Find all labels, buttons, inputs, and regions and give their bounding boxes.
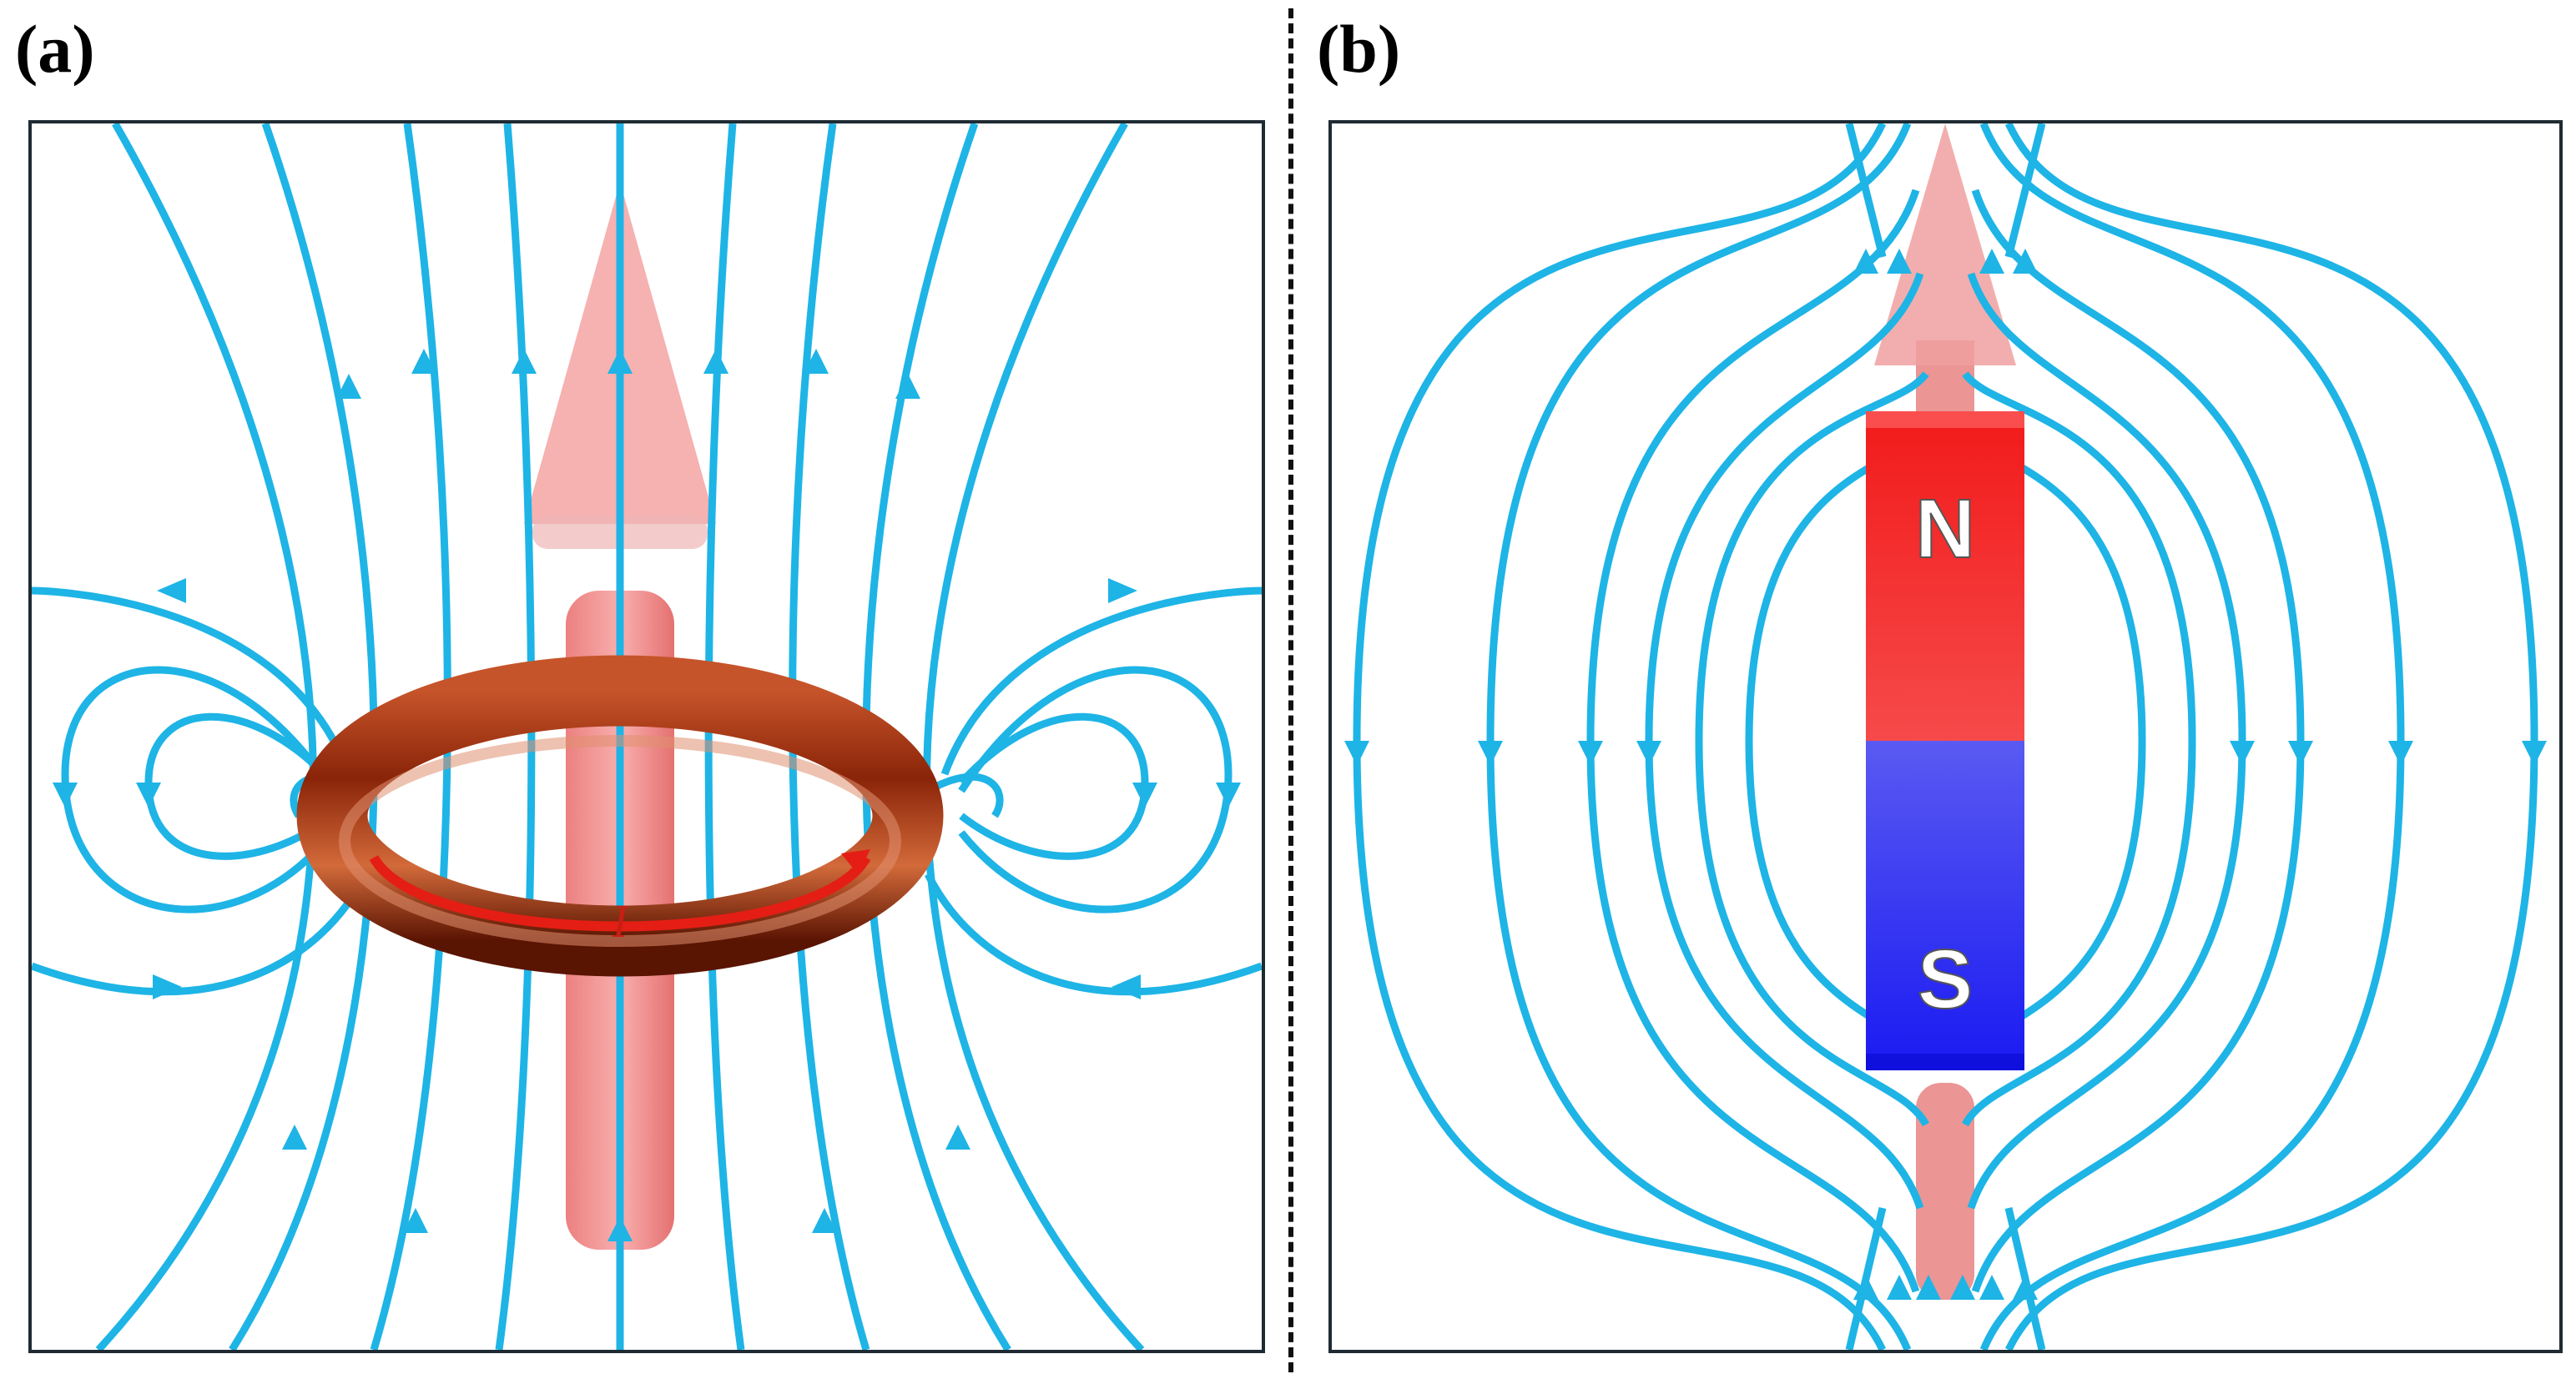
- arrowhead-icon: [703, 349, 728, 374]
- field-line: [958, 712, 1149, 860]
- arrowhead-icon: [607, 1216, 633, 1241]
- north-pole-label: N: [1915, 482, 1975, 576]
- arrowhead-icon: [1344, 741, 1369, 766]
- arrowhead-icon: [804, 349, 829, 374]
- arrowhead-icon: [512, 349, 537, 374]
- arrowhead-icon: [1853, 1275, 1878, 1300]
- field-arrowheads-a: [53, 349, 1241, 1241]
- arrowhead-icon: [1887, 1275, 1912, 1300]
- arrowhead-icon: [403, 1208, 428, 1233]
- panel-a-label: (a): [15, 11, 95, 87]
- panel-divider: [1288, 8, 1293, 1372]
- arrowhead-icon: [1636, 741, 1661, 766]
- field-line: [61, 666, 335, 913]
- current-loop-ring: I: [296, 655, 944, 977]
- field-line: [1962, 371, 2196, 1127]
- south-pole-label: S: [1918, 933, 1974, 1026]
- field-line: [924, 872, 1262, 996]
- arrowhead-icon: [1916, 1275, 1941, 1300]
- arrowhead-icon: [1132, 783, 1157, 808]
- arrowhead-icon: [2013, 249, 2038, 274]
- current-symbol: I: [612, 896, 630, 948]
- arrowhead-icon: [2230, 741, 2255, 766]
- arrowhead-icon: [1979, 249, 2004, 274]
- arrowhead-icon: [336, 374, 361, 399]
- arrowhead-icon: [282, 1125, 307, 1150]
- arrowhead-icon: [53, 783, 78, 808]
- field-line: [940, 586, 1262, 776]
- arrowhead-icon: [1979, 1275, 2004, 1300]
- arrowhead-icon: [812, 1208, 837, 1233]
- magnet-south-pole: [1866, 741, 2024, 1070]
- magnet-north-pole: [1866, 411, 2024, 741]
- moment-arrow-head: [1874, 123, 2016, 365]
- field-line: [495, 123, 536, 1350]
- arrowhead-icon: [2288, 741, 2313, 766]
- arrowhead-icon: [1853, 249, 1878, 274]
- arrowhead-icon: [841, 849, 870, 874]
- field-line: [32, 586, 353, 776]
- field-line: [32, 872, 370, 996]
- current-direction-arrow: [369, 854, 871, 932]
- bar-magnet: N S: [1866, 411, 2024, 1070]
- arrowhead-icon: [1887, 249, 1912, 274]
- arrowhead-icon: [1950, 1275, 1975, 1300]
- arrowhead-icon: [895, 374, 920, 399]
- arrowhead-icon: [1578, 741, 1603, 766]
- arrowhead-icon: [1478, 741, 1503, 766]
- field-arrowheads-b: [1344, 249, 2547, 1300]
- panel-a-current-loop: I: [28, 120, 1265, 1353]
- arrowhead-icon: [136, 783, 161, 808]
- panel-b-label: (b): [1317, 11, 1401, 87]
- field-line: [958, 666, 1233, 913]
- arrowhead-icon: [607, 349, 633, 374]
- arrowhead-icon: [2522, 741, 2547, 766]
- arrowhead-icon: [157, 578, 186, 603]
- arrowhead-icon: [153, 974, 182, 999]
- arrowhead-icon: [945, 1125, 970, 1150]
- bar-magnet-diagram: N S: [1344, 123, 2547, 1350]
- panel-b-bar-magnet: N S: [1328, 120, 2563, 1353]
- field-line: [925, 773, 1004, 818]
- field-line: [704, 123, 745, 1350]
- field-line: [144, 712, 335, 860]
- field-line: [789, 123, 870, 1350]
- current-loop-diagram: I: [32, 123, 1262, 1350]
- field-line: [370, 123, 451, 1350]
- arrowhead-icon: [1216, 783, 1241, 808]
- moment-arrow-shaft: [1916, 1083, 1974, 1300]
- arrowhead-icon: [2388, 741, 2413, 766]
- arrowhead-icon: [1108, 578, 1137, 603]
- arrowhead-icon: [2013, 1275, 2038, 1300]
- arrowhead-icon: [411, 349, 436, 374]
- field-line: [1695, 371, 1929, 1127]
- arrowhead-icon: [1112, 974, 1141, 999]
